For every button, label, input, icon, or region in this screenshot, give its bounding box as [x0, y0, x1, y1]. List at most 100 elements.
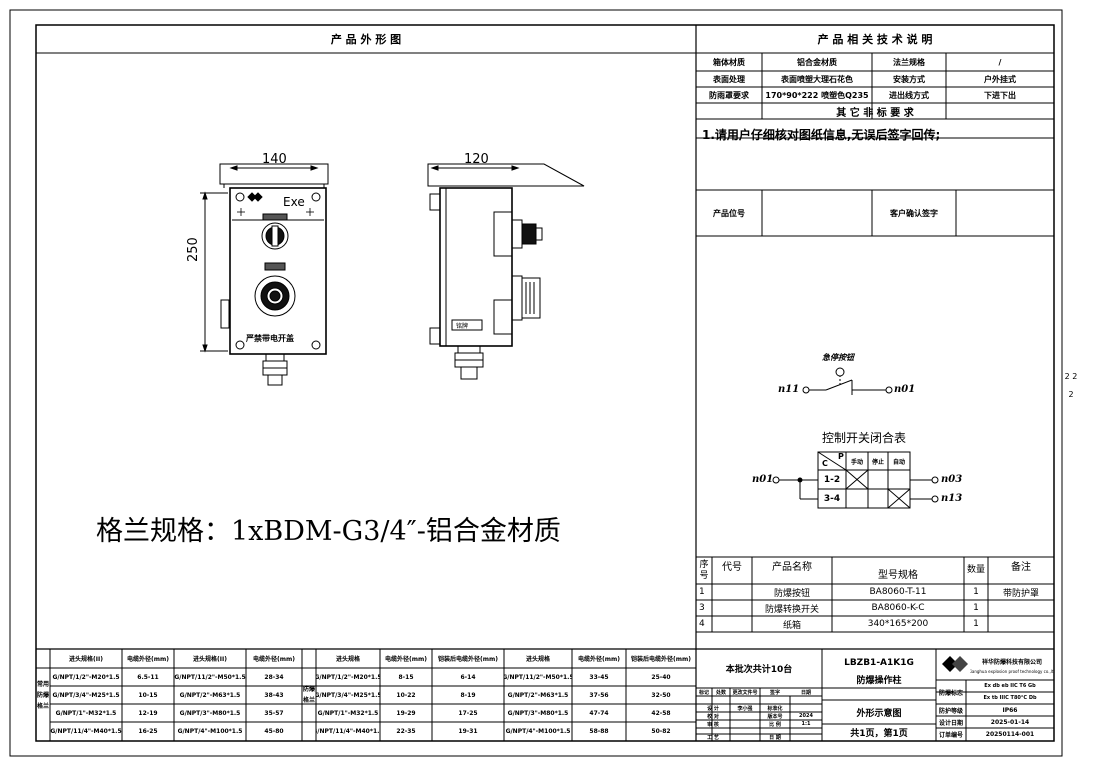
cable-cell: 10-15 — [138, 691, 158, 699]
tech-cell: 法兰规格 — [893, 57, 925, 67]
position-label: 产品位号 — [713, 208, 745, 218]
terminal-out2: n13 — [941, 493, 963, 504]
switch-table-title: 控制开关闭合表 — [822, 431, 907, 445]
std-label: 标准化 — [767, 705, 783, 712]
cable-cell: 6.5-11 — [137, 673, 159, 681]
cable-header: 进头规格(II) — [193, 656, 227, 663]
tech-cell: 表面处理 — [713, 74, 745, 84]
tech-cell: 170*90*222 喷塑色Q235 — [765, 90, 869, 100]
bom-header: 序号 — [699, 559, 709, 581]
cable-cell: 45-80 — [264, 728, 284, 735]
rev-header: 处数 — [715, 689, 726, 696]
bom-header: 数量 — [966, 565, 985, 575]
cable-cell: G/NPT/4"-M100*1.5 — [177, 728, 243, 735]
cable-cell: 47-74 — [589, 709, 609, 717]
bom-cell: 1 — [699, 587, 705, 597]
cable-cell: 58-88 — [589, 728, 609, 735]
bom-header: 代号 — [722, 561, 742, 573]
cable-header: 电缆外径(mm) — [253, 656, 295, 663]
margin-mark-2: 2 — [1068, 390, 1074, 399]
scale-label: 比 例 — [769, 721, 781, 728]
process-label: 工 艺 — [707, 735, 719, 741]
cable-cell: 10-22 — [396, 691, 416, 699]
row-3-4: 3-4 — [823, 493, 841, 504]
sign-label: 客户确认签字 — [890, 208, 938, 218]
terminal-n01: n01 — [894, 384, 916, 395]
company-name: 祥华防爆科技有限公司 — [981, 658, 1042, 666]
dim-height: 250 — [186, 237, 201, 262]
cable-cell: G/NPT/11/4"-M40*1.5 — [50, 728, 122, 735]
tech-cell: 表面喷塑大理石花色 — [781, 74, 853, 84]
company-name-en: Xianghua explosion proof technology co.,… — [970, 668, 1054, 674]
bom-cell: 带防护罩 — [1002, 588, 1039, 599]
scale-value: 1:1 — [801, 721, 811, 727]
cable-cell: 19-29 — [396, 709, 416, 717]
col-c: C — [822, 459, 828, 468]
mode-auto: 自动 — [892, 458, 905, 466]
terminal-in: n01 — [752, 474, 774, 485]
cable-cell: G/NPT/11/2"-M50*1.5 — [504, 673, 572, 681]
cable-header: 铠装后电缆外径(mm) — [631, 656, 691, 663]
cable-header: 铠装后电缆外径(mm) — [438, 656, 498, 663]
cable-header: 电缆外径(mm) — [385, 656, 427, 663]
designer-label: 设 计 — [707, 705, 719, 712]
date-label: 日 期 — [769, 735, 781, 741]
tech-cell: / — [998, 57, 1002, 67]
cable-cell: G/NPT/2"-M63*1.5 — [179, 691, 241, 699]
bom-cell: BA8060-K-C — [871, 603, 925, 613]
bom-header: 备注 — [1011, 561, 1031, 573]
cable-cell: 6-14 — [460, 673, 476, 681]
cable-cell: 16-25 — [138, 728, 158, 735]
rev-header: 更改文件号 — [732, 689, 758, 696]
cable-cell: 22-35 — [396, 728, 416, 735]
tech-title: 产 品 相 关 技 术 说 明 — [817, 33, 933, 46]
product-warning-label: 严禁带电开盖 — [246, 334, 294, 343]
mode-manual: 手动 — [850, 458, 863, 466]
cable-cell: G/NPT/3"-M80*1.5 — [179, 709, 241, 717]
gland-spec: 格兰规格：1xBDM-G3/4″-铝合金材质 — [96, 516, 561, 547]
design-date-label: 设计日期 — [938, 719, 963, 727]
mark-label: 防爆标志 — [938, 689, 963, 697]
designer-name: 李小强 — [737, 705, 753, 712]
ip-label: 防护等级 — [938, 707, 963, 715]
terminal-n11: n11 — [778, 384, 800, 395]
cable-header: 进头规格(II) — [69, 656, 103, 663]
margin-mark-1: 2 2 — [1064, 372, 1078, 381]
tech-cell: 防雨罩要求 — [709, 90, 749, 100]
exe-mark: Exe — [283, 195, 305, 209]
version-label: 版本号 — [767, 713, 783, 720]
cable-cell: 28-34 — [264, 673, 284, 681]
other-req-title: 其 它 非 标 要 求 — [836, 107, 914, 119]
cable-cell: G/NPT/1"-M32*1.5 — [317, 709, 379, 717]
cable-header: 电缆外径(mm) — [578, 656, 620, 663]
tech-cell: 安装方式 — [893, 74, 925, 84]
product-name: 防爆操作柱 — [856, 675, 902, 686]
cable-cell: 38-43 — [264, 691, 284, 699]
cable-header: 进头规格 — [525, 656, 550, 663]
cable-cell: 32-50 — [651, 691, 671, 699]
bom-cell: 3 — [699, 603, 705, 613]
cable-cell: 19-31 — [458, 728, 478, 735]
page-count: 共1页，第1页 — [850, 729, 908, 739]
reviewer-label: 审 核 — [707, 721, 719, 728]
cable-cell: G/NPT/1/2"-M20*1.5 — [52, 673, 120, 681]
cable-cell: G/NPT/3/4"-M25*1.5 — [52, 691, 120, 699]
bom-cell: 防爆转换开关 — [764, 604, 819, 615]
cable-cell: G/NPT/1/2"-M20*1.5 — [316, 673, 380, 681]
cable-cell: 25-40 — [651, 673, 671, 681]
dim-width-side: 120 — [464, 152, 489, 167]
order-label: 订单编号 — [938, 732, 963, 739]
batch-count: 本批次共计10台 — [725, 665, 793, 675]
terminal-out1: n03 — [941, 474, 963, 485]
bom-cell: BA8060-T-11 — [869, 587, 927, 597]
cable-cell: G/NPT/1"-M32*1.5 — [55, 709, 117, 717]
drawing-name: 外形示意图 — [856, 708, 902, 719]
cable-cell: 17-25 — [458, 709, 478, 717]
mark-value-1: Ex db eb IIC T6 Gb — [984, 683, 1036, 689]
model-number: LBZB1-A1K1G — [844, 658, 914, 668]
cable-header: 进头规格 — [335, 656, 360, 663]
cable-header: 电缆外径(mm) — [127, 656, 169, 663]
order-number: 20250114-001 — [985, 731, 1035, 738]
cable-cell: G/NPT/11/4"-M40*1.5 — [316, 728, 380, 735]
